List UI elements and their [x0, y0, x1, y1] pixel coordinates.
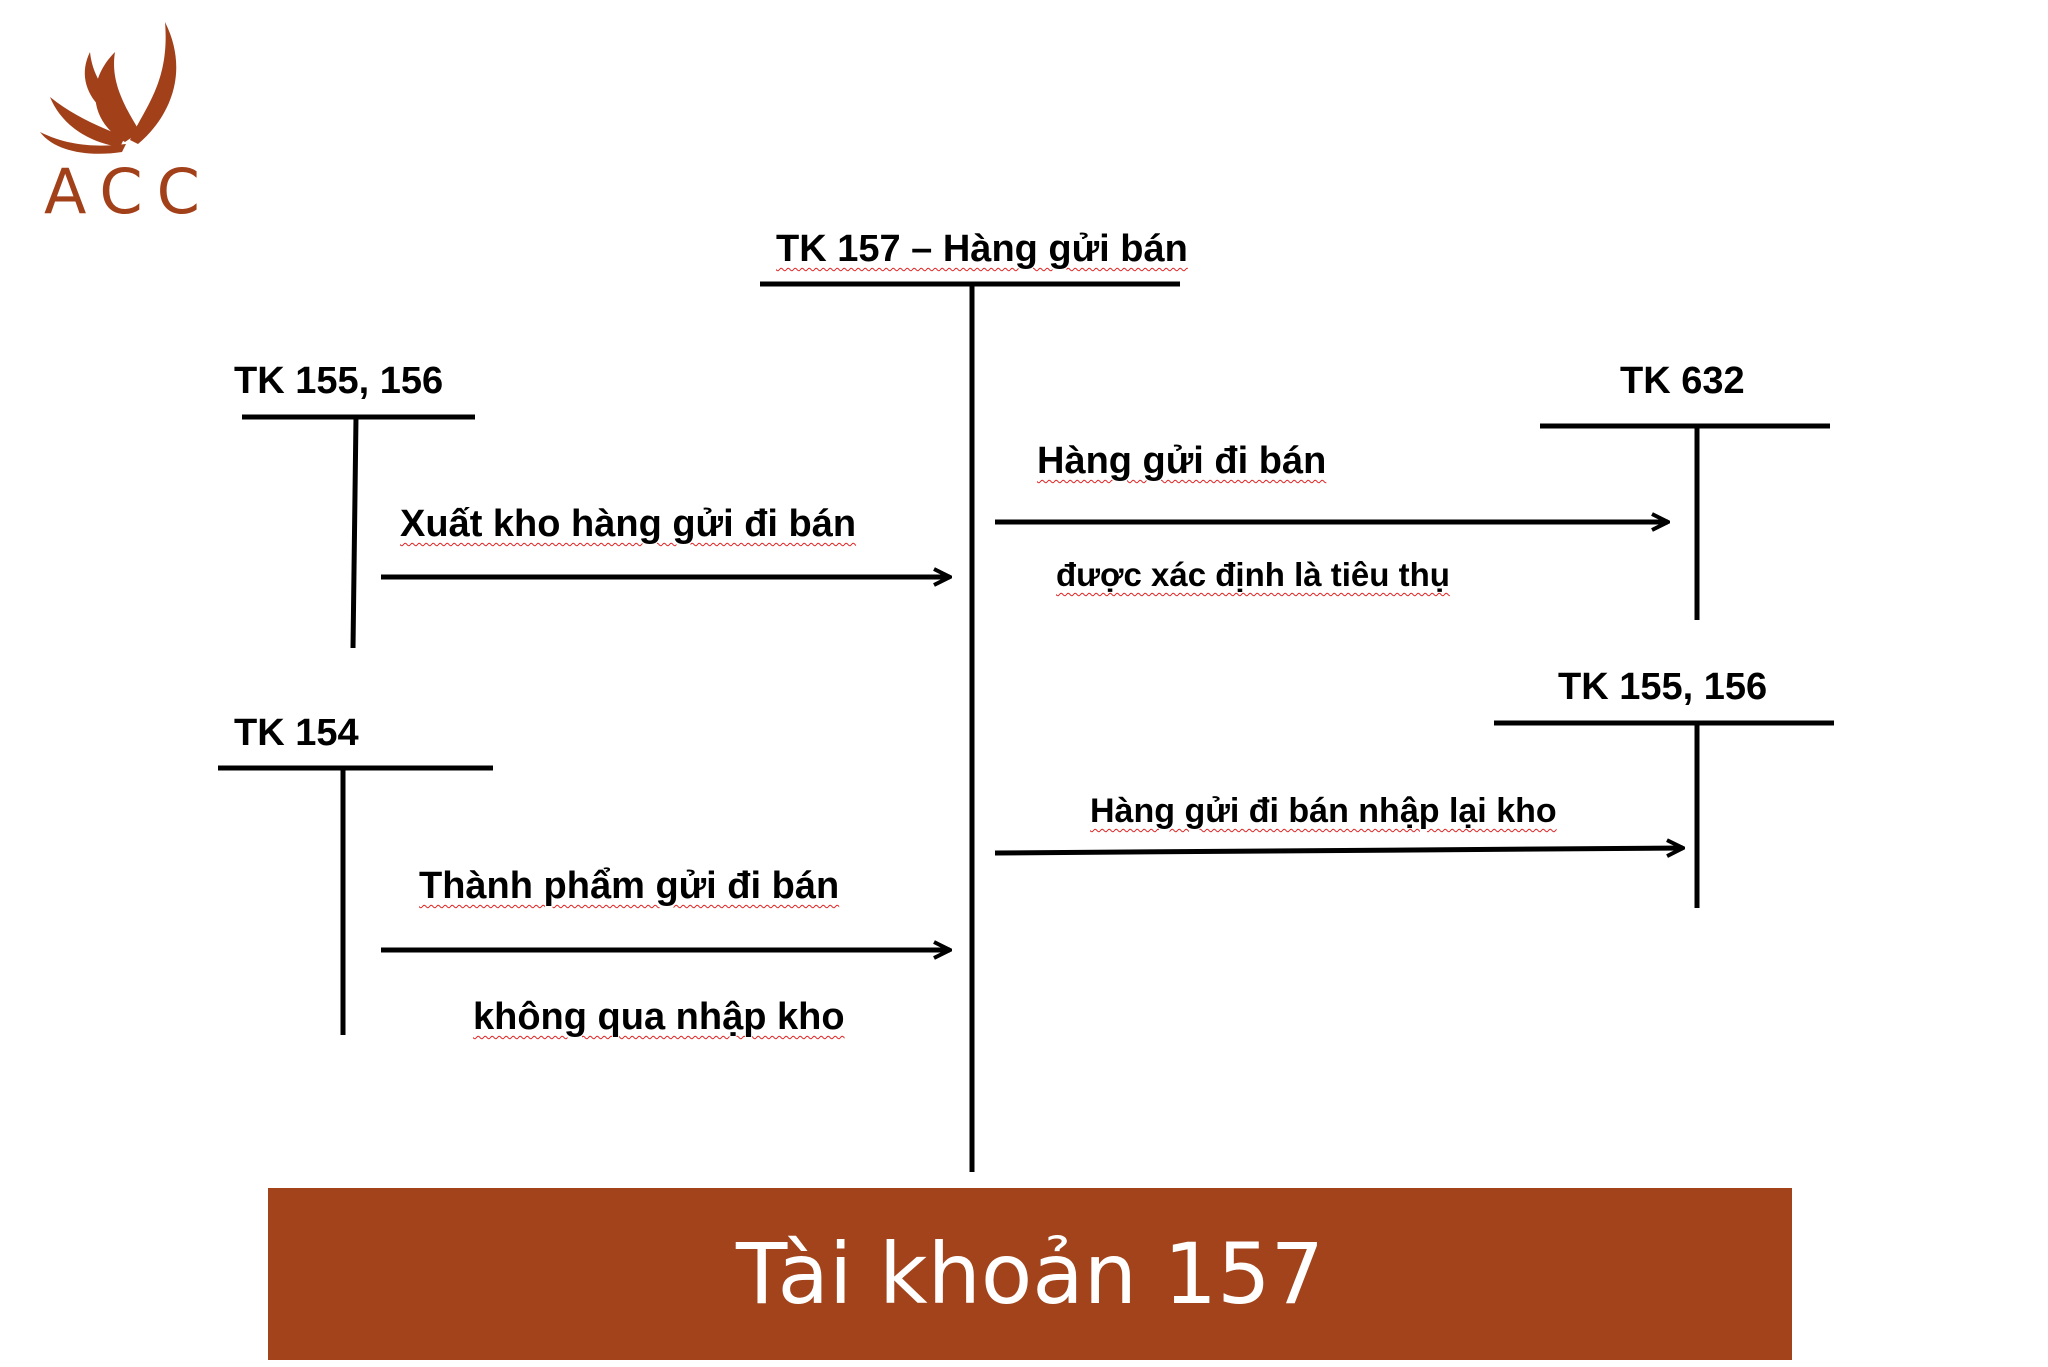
tieu-thu-label-line2: được xác định là tiêu thụ — [1056, 556, 1450, 593]
title-banner: Tài khoản 157 — [268, 1188, 1792, 1360]
tk155-156-left-label: TK 155, 156 — [234, 360, 444, 402]
tk154-label: TK 154 — [234, 712, 359, 754]
arrow-nhap-lai-kho — [994, 848, 1683, 853]
nhap-lai-kho-label: Hàng gửi đi bán nhập lại kho — [1090, 792, 1557, 830]
thanh-pham-label-line1: Thành phẩm gửi đi bán — [419, 865, 840, 907]
tk632-label: TK 632 — [1620, 360, 1745, 402]
flame-logo-icon — [40, 22, 177, 154]
xuat-kho-label: Xuất kho hàng gửi đi bán — [400, 503, 857, 545]
tk157-label: TK 157 – Hàng gửi bán — [776, 228, 1188, 270]
thanh-pham-label-line2: không qua nhập kho — [473, 996, 845, 1038]
banner-title: Tài khoản 157 — [735, 1225, 1325, 1323]
tk155-156-right-label: TK 155, 156 — [1558, 666, 1768, 708]
tieu-thu-label-line1: Hàng gửi đi bán — [1037, 440, 1327, 482]
logo-text: ACC — [44, 155, 214, 228]
tk155-left-stem — [350, 416, 359, 649]
